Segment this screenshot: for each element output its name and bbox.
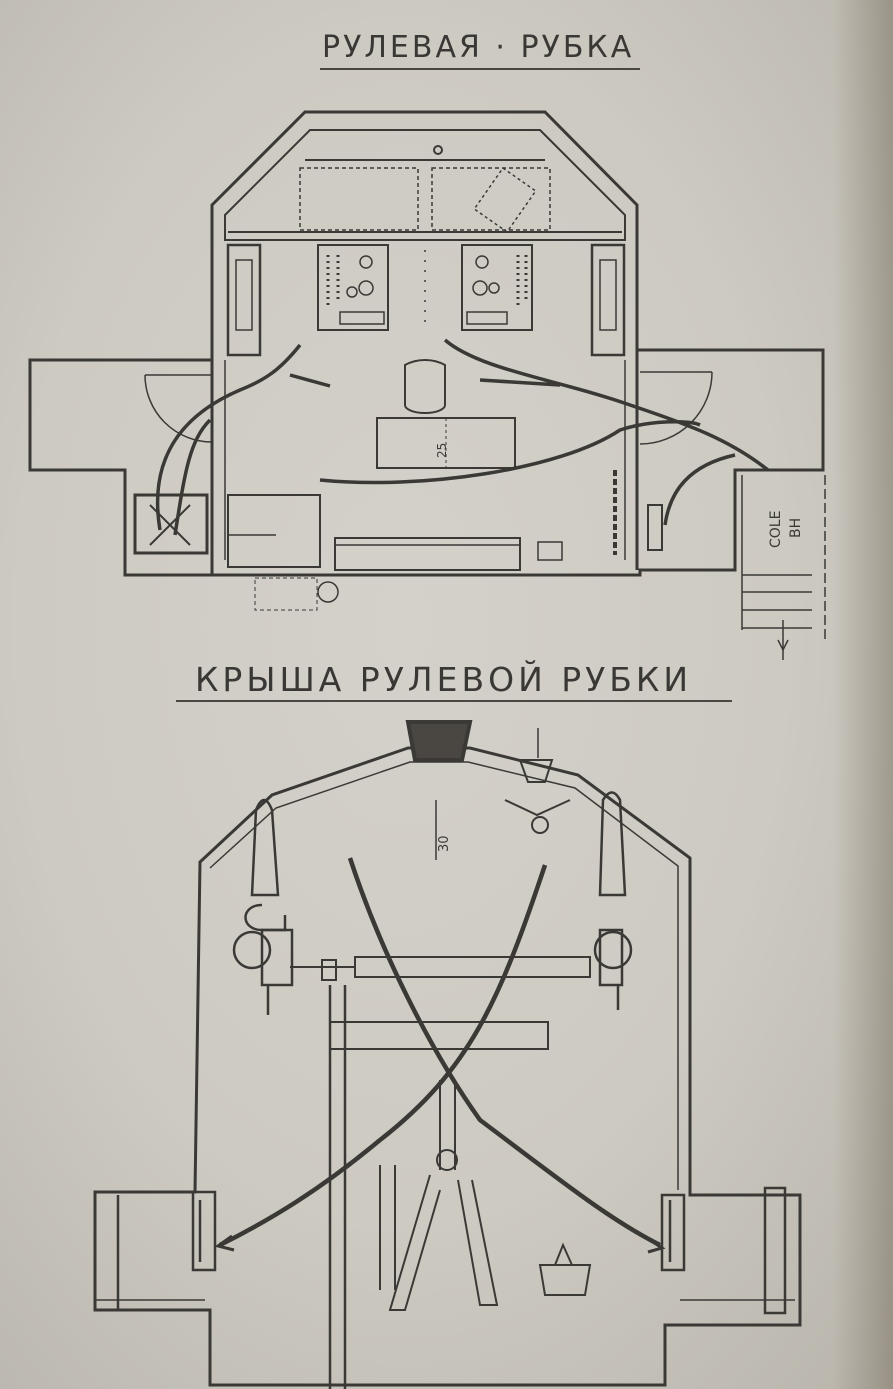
right-wall-column bbox=[590, 243, 626, 357]
traffic-arrows-top bbox=[155, 338, 770, 536]
stair-label: COLE bbox=[768, 511, 784, 548]
crossbeam-lower bbox=[329, 1021, 549, 1050]
cross-line-1 bbox=[347, 857, 662, 1248]
window-pane-right bbox=[431, 167, 551, 231]
control-console-right bbox=[461, 244, 533, 331]
left-door-swing bbox=[144, 374, 213, 443]
stairway bbox=[741, 475, 826, 660]
searchlight-left bbox=[232, 798, 294, 1015]
searchlight-right bbox=[593, 791, 633, 1010]
roof-title-underline bbox=[176, 700, 732, 702]
wheelhouse-outline bbox=[28, 110, 825, 577]
dimension-30: 30 bbox=[437, 835, 452, 852]
mast-head bbox=[405, 720, 473, 762]
helm-chair bbox=[404, 359, 446, 414]
bridge-wing-right bbox=[660, 1186, 795, 1315]
cross-line-2 bbox=[218, 864, 548, 1248]
signal-light bbox=[518, 759, 554, 783]
wheelhouse-title-underline bbox=[320, 68, 640, 70]
wheelhouse-roof-title: КРЫША РУЛЕВОЙ РУБКИ bbox=[195, 660, 693, 699]
stair-sublabel: BH bbox=[788, 518, 804, 538]
bench-left bbox=[227, 494, 321, 568]
control-console-left bbox=[317, 244, 389, 331]
wheelhouse-title: РУЛЕВАЯ · РУБКА bbox=[322, 30, 635, 65]
dimension-25: 25 bbox=[435, 443, 449, 458]
frame-shadow bbox=[833, 0, 893, 1389]
wheelhouse-plan bbox=[28, 110, 826, 660]
front-window-frame bbox=[224, 129, 626, 241]
right-door-swing bbox=[639, 371, 713, 445]
tripod-mast bbox=[379, 1080, 499, 1311]
bridge-wing-left bbox=[95, 1190, 217, 1310]
sofa bbox=[334, 537, 521, 571]
left-cabinet bbox=[133, 493, 209, 555]
window-pane-left bbox=[299, 167, 419, 231]
ventilator bbox=[538, 1264, 592, 1296]
left-wall-column bbox=[226, 243, 262, 357]
roof-plan bbox=[93, 720, 802, 1389]
